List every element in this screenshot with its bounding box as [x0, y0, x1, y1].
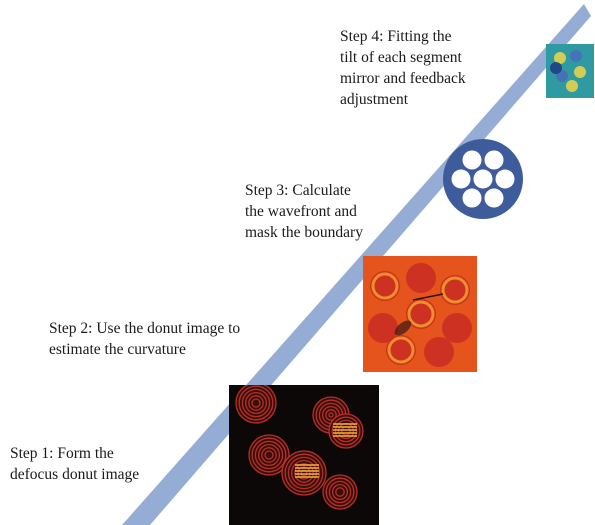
step3-label: Step 3: Calculate the wavefront and mask… [245, 180, 363, 243]
donut-ring-group [322, 474, 358, 510]
step2-line-1: Step 2: Use the donut image to [49, 320, 241, 337]
donut-ring [284, 453, 324, 493]
donut-ring [244, 391, 268, 415]
donut-ring [238, 385, 274, 421]
donut-ring [248, 434, 290, 476]
step4-line-3: mirror and feedback [340, 70, 466, 87]
donut-ring [334, 419, 358, 443]
segment-hole [495, 169, 515, 189]
donut-ring [251, 437, 287, 473]
curvature-map-image [363, 256, 477, 372]
curvature-spot [442, 313, 472, 343]
donut-ring [241, 388, 271, 418]
tilt-blob [554, 52, 566, 64]
curvature-spot-rim [371, 272, 399, 300]
donut-ring [287, 456, 321, 490]
donut-ring-group [235, 385, 277, 424]
donut-ring [328, 413, 364, 449]
donut-ring [261, 447, 277, 463]
segment-mask-icon [443, 139, 523, 219]
donut-fill [323, 475, 357, 509]
step1-line-2: defocus donut image [10, 466, 140, 483]
segment-hole [473, 169, 493, 189]
donut-fill [329, 414, 363, 448]
curvature-spot-rim [407, 300, 435, 328]
wavefront-tilt-image [546, 44, 594, 98]
step3-line-3: mask the boundary [245, 224, 363, 241]
donut-ring [297, 466, 311, 480]
donut-ring [335, 487, 345, 497]
step2-label: Step 2: Use the donut image to estimate … [49, 318, 240, 360]
tilt-blob [566, 80, 578, 92]
curvature-spot [368, 313, 398, 343]
tilt-blob [574, 66, 586, 78]
step3-line-1: Step 3: Calculate [245, 182, 351, 199]
segment-hole [484, 188, 504, 208]
donut-ring [328, 480, 352, 504]
step3-line-2: the wavefront and [245, 203, 357, 220]
defocus-donut-image [229, 385, 379, 525]
segment-hole [462, 188, 482, 208]
donut-ring [235, 385, 277, 424]
curvature-spot [406, 263, 436, 293]
step4-line-1: Step 4: Fitting the [340, 28, 452, 45]
curvature-spot [424, 337, 454, 367]
donut-ring [300, 469, 308, 477]
curvature-spot-rim [387, 336, 415, 364]
donut-ring [325, 477, 355, 507]
tilt-blob [550, 62, 562, 74]
step4-line-4: adjustment [340, 91, 409, 108]
curvature-spot-rim [441, 276, 469, 304]
donut-ring [331, 416, 361, 446]
step2-line-2: estimate the curvature [49, 341, 186, 358]
donut-ring [281, 450, 327, 496]
donut-ring [322, 474, 358, 510]
step1-line-1: Step 1: Form the [10, 445, 114, 462]
donut-ring-group [281, 450, 327, 496]
donut-ring [294, 463, 314, 483]
donut-ring [254, 440, 284, 470]
segment-hole [484, 150, 504, 170]
donut-ring [331, 483, 349, 501]
step4-label: Step 4: Fitting the tilt of each segment… [340, 26, 466, 110]
tilt-blob [570, 50, 582, 62]
segment-hole [462, 150, 482, 170]
donut-ring [264, 450, 274, 460]
donut-ring-group [248, 434, 290, 476]
donut-ring [290, 459, 318, 487]
step1-label: Step 1: Form the defocus donut image [10, 443, 139, 485]
donut-ring [251, 398, 261, 408]
donut-ring [248, 395, 264, 411]
defect-line [412, 293, 444, 301]
donut-ring-group [328, 413, 364, 449]
donut-ring [257, 443, 281, 467]
defect-mark [394, 320, 412, 336]
segment-hole [451, 169, 471, 189]
donut-ring [325, 409, 337, 421]
step4-line-2: tilt of each segment [340, 49, 462, 66]
donut-ring [328, 412, 334, 418]
